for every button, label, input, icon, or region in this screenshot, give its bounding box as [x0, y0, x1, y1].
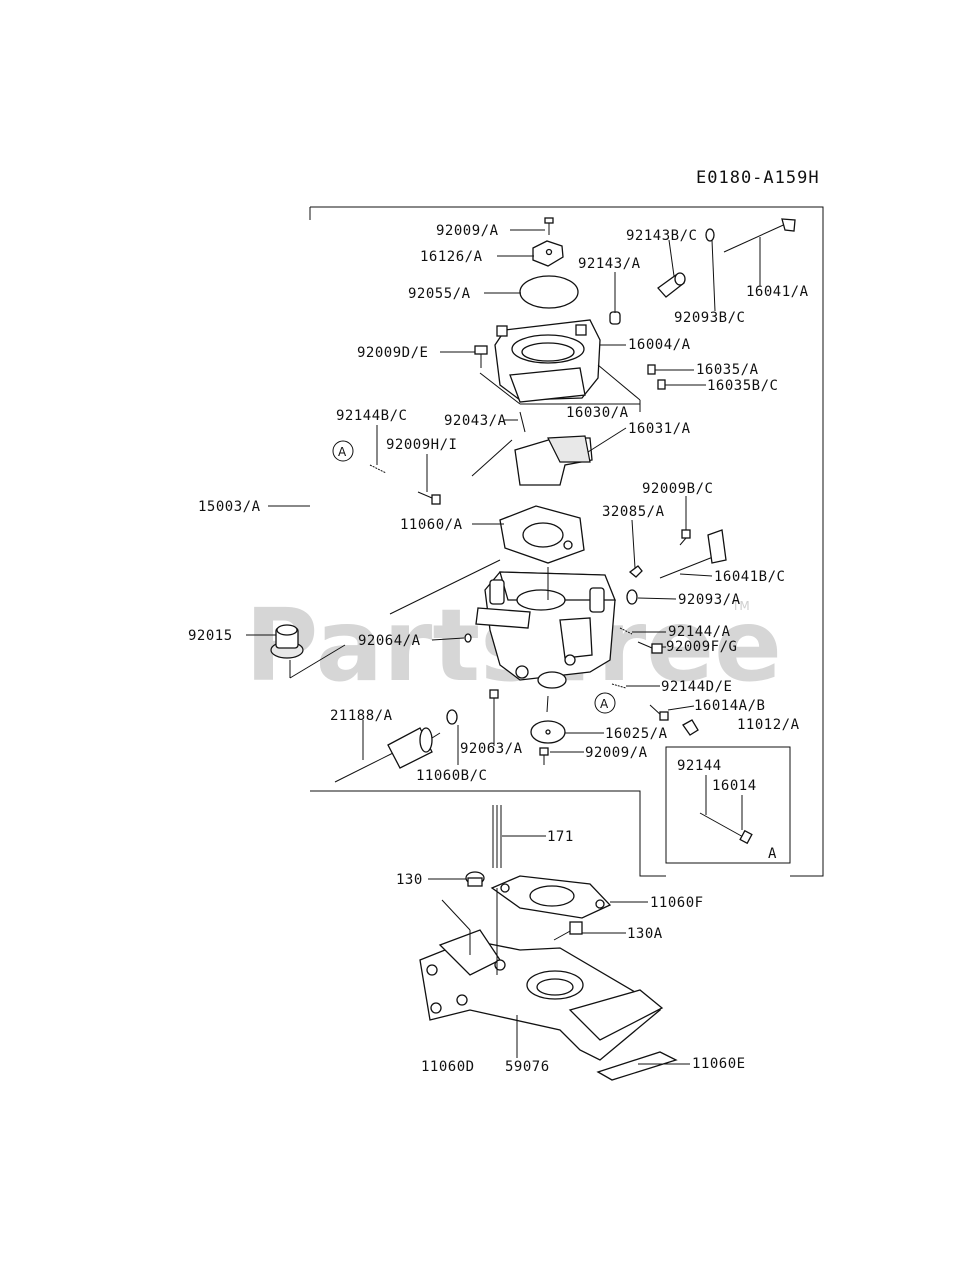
label-171: 171: [547, 829, 574, 845]
label-11012-a: 11012/A: [737, 717, 800, 733]
label-11060e: 11060E: [692, 1056, 746, 1072]
label-92064-a: 92064/A: [358, 633, 421, 649]
nozzle-11012-a-icon: [682, 719, 699, 736]
label-92063-a: 92063/A: [460, 741, 523, 757]
label-92009-a: 92009/A: [436, 223, 499, 239]
label-16025-a: 16025/A: [605, 726, 668, 742]
screw-92063-a-icon: [489, 689, 499, 705]
gasket-11060-a-icon: [499, 505, 585, 564]
label-92043-a: 92043/A: [444, 413, 507, 429]
gasket-11060e-icon: [596, 1051, 678, 1081]
screw-92009-a-icon: [544, 217, 554, 235]
solenoid-21188-a-icon: [334, 727, 441, 783]
label-92144-a: 92144/A: [668, 624, 731, 640]
part-labels: 92009/A 16126/A 92143B/C 92143/A 92055/A…: [188, 223, 809, 1075]
inset-box: 92144 16014 A: [665, 746, 791, 864]
intake-manifold-59076-icon: [419, 929, 664, 1061]
assembly-frame: [309, 206, 824, 877]
leader-lines: [246, 229, 761, 1065]
label-16035-a: 16035/A: [696, 362, 759, 378]
clip-32085-a-icon: [628, 565, 643, 578]
pin-shaft-icon: [471, 439, 513, 477]
label-16126-a: 16126/A: [420, 249, 483, 265]
label-92144-de: 92144D/E: [661, 679, 732, 695]
label-92144-bc: 92144B/C: [336, 408, 407, 424]
label-92009-fg: 92009F/G: [666, 639, 737, 655]
shaft-16041-a-icon: [723, 218, 796, 253]
label-15003-a: 15003/A: [198, 499, 261, 515]
o-ring-92055-a-icon: [519, 275, 579, 309]
svg-text:A: A: [600, 697, 609, 711]
callout-a-right: A: [594, 692, 616, 714]
pin-92043-a-icon: [519, 411, 526, 433]
label-59076: 59076: [505, 1059, 550, 1075]
washer-92064-a-icon: [464, 633, 472, 643]
screw-92009-a2-icon: [539, 747, 549, 765]
label-130a: 130A: [627, 926, 663, 942]
inset-label-16014: 16014: [712, 778, 757, 794]
washer-92093-bc-icon: [705, 228, 715, 242]
stud-171-icon: [492, 805, 502, 868]
callout-a-left: A: [332, 440, 354, 462]
label-11060f: 11060F: [650, 895, 704, 911]
nut-92015-icon: [270, 624, 304, 659]
spring-92144-a-icon: [619, 627, 633, 635]
label-92093-bc: 92093B/C: [674, 310, 745, 326]
spring-92144-bc-icon: [369, 464, 387, 474]
label-92015: 92015: [188, 628, 233, 644]
label-92093-a: 92093/A: [678, 592, 741, 608]
label-16004-a: 16004/A: [628, 337, 691, 353]
bolt-130-icon: [465, 871, 485, 887]
float-16031-a-icon: [514, 435, 593, 486]
label-92009-hi: 92009H/I: [386, 437, 457, 453]
shaft-92143-bc-icon: [657, 272, 686, 298]
cap-92143-a-icon: [609, 311, 621, 325]
label-11060-a: 11060/A: [400, 517, 463, 533]
gasket-11060f-icon: [490, 875, 612, 919]
plate-16126-a-icon: [532, 240, 564, 267]
label-32085-a: 32085/A: [602, 504, 665, 520]
inset-tag: A: [768, 846, 777, 862]
shaft-16041-bc-icon: [659, 529, 727, 579]
label-92009-bc: 92009B/C: [642, 481, 713, 497]
label-16041-bc: 16041B/C: [714, 569, 785, 585]
plug-16035-bc-icon: [657, 379, 666, 390]
screw-92009-hi-icon: [417, 491, 441, 505]
inset-screw-icon: [699, 812, 753, 845]
screw-92009-de-icon: [474, 345, 488, 368]
carburetor-body-15003-a-icon: [475, 567, 616, 689]
label-16030-a: 16030/A: [566, 405, 629, 421]
label-16041-a: 16041/A: [746, 284, 809, 300]
label-92055-a: 92055/A: [408, 286, 471, 302]
diaphragm-16025-a-icon: [530, 720, 566, 744]
label-92143-bc: 92143B/C: [626, 228, 697, 244]
label-92009-a-lower: 92009/A: [585, 745, 648, 761]
watermark-trademark: TM: [731, 599, 750, 613]
label-16031-a: 16031/A: [628, 421, 691, 437]
washer-92093-a-icon: [626, 589, 638, 605]
bolt-130a-icon: [553, 921, 583, 941]
spring-92144-de-icon: [611, 683, 627, 689]
label-16035-bc: 16035B/C: [707, 378, 778, 394]
screw-92009-fg-icon: [637, 641, 663, 654]
label-11060-bc: 11060B/C: [416, 768, 487, 784]
label-130: 130: [396, 872, 423, 888]
plug-16035-a-icon: [647, 364, 656, 375]
upper-body-16004-a-icon: [494, 319, 601, 403]
screw-16014-ab-icon: [649, 704, 669, 721]
label-92009-de: 92009D/E: [357, 345, 428, 361]
label-92143-a: 92143/A: [578, 256, 641, 272]
inset-label-92144: 92144: [677, 758, 722, 774]
label-21188-a: 21188/A: [330, 708, 393, 724]
svg-text:A: A: [338, 445, 347, 459]
screw-92009-bc-icon: [679, 529, 691, 546]
label-16014-ab: 16014A/B: [694, 698, 765, 714]
diagram-code: E0180-A159H: [696, 168, 820, 188]
label-11060d: 11060D: [421, 1059, 475, 1075]
washer-11060-bc-icon: [446, 709, 458, 725]
